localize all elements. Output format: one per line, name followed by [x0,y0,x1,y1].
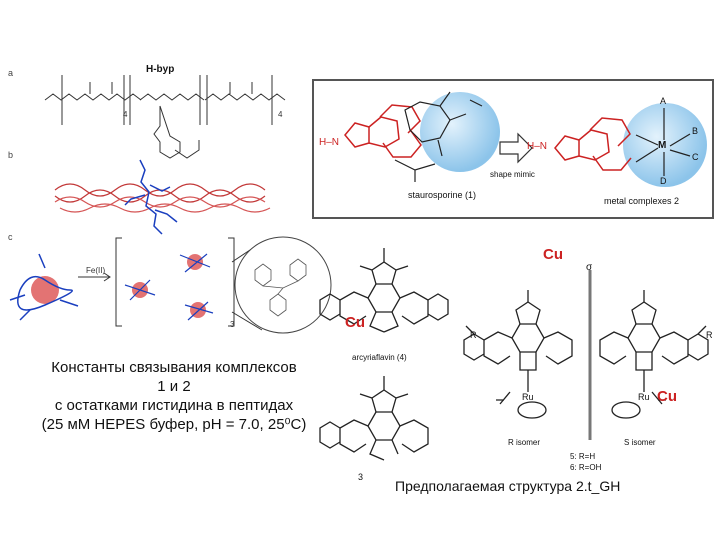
ligand-c-label: C [692,152,699,162]
binding-constants-caption: Константы связывания комплексов 1 и 2 с … [4,358,344,434]
cu-label-middle: Cu [345,314,365,331]
hbyp-label: H-byp [146,64,175,75]
r-group-left-label: R [470,330,477,340]
subscript-4: 4 [123,110,128,119]
r-isomer-structure [463,290,573,419]
cu-label-top: Cu [543,246,563,263]
compound3-label: 3 [358,472,364,482]
staurosporine-sphere [420,92,500,172]
note-5-label: 5: R=H [570,452,596,461]
caption-line-3: с остатками гистидина в пептидах [54,397,294,414]
ligand-b-label: B [692,126,699,136]
brackets [78,237,263,331]
r-isomer-label: R isomer [508,438,541,447]
subscript-3: 3 [230,320,235,329]
ligand-a-label: A [660,96,667,106]
zoom-structure [254,258,307,317]
metal-complexes-label: metal complexes 2 [604,196,680,206]
helix-strands [54,183,271,213]
staurosporine-label: staurosporine (1) [408,190,477,200]
hn-right-label: H–N [527,141,548,152]
peptide-backbone [44,75,286,159]
metal-sphere [623,103,707,187]
staurosporine-sugar [394,91,483,182]
panel-a-label: a [8,68,14,78]
metal-complex-structure [554,117,632,171]
ligand-d-label: D [660,176,667,186]
r-group-right-label: R [706,330,713,340]
proposed-structure-caption: Предполагаемая структура 2.t_GH [395,478,621,494]
helix-branch [124,159,178,235]
metal-label: M [658,140,667,151]
reagent-label: Fe(II) [86,266,106,275]
caption-line-4: (25 мМ HEPES буфер, pH = 7.0, 25⁰С) [41,416,307,433]
caption-line-2: 1 и 2 [157,378,191,395]
ru-right-label: Ru [638,392,650,402]
s-isomer-structure [599,290,709,419]
subscript-4b: 4 [278,110,283,119]
note-6-label: 6: R=OH [570,463,602,472]
ru-left-label: Ru [522,392,534,402]
compound3-structure [319,376,429,461]
shape-mimic-arrow [499,132,533,164]
arcyriaflavin-label: arcyriaflavin (4) [352,353,407,362]
metal-bonds [635,108,691,176]
panel-c-label: c [8,232,13,242]
staurosporine-structure [344,104,422,158]
caption-line-1: Константы связывания комплексов [51,359,297,376]
arcyriaflavin-structure [319,248,449,333]
complex-blobs [9,253,214,321]
hn-left-label: H–N [319,137,340,148]
sigma-label: σ [586,262,593,273]
shape-mimic-label: shape mimic [490,170,535,179]
s-isomer-label: S isomer [624,438,656,447]
zoom-circle [234,236,332,334]
cu-label-right: Cu [657,388,677,405]
panel-b-label: b [8,150,14,160]
